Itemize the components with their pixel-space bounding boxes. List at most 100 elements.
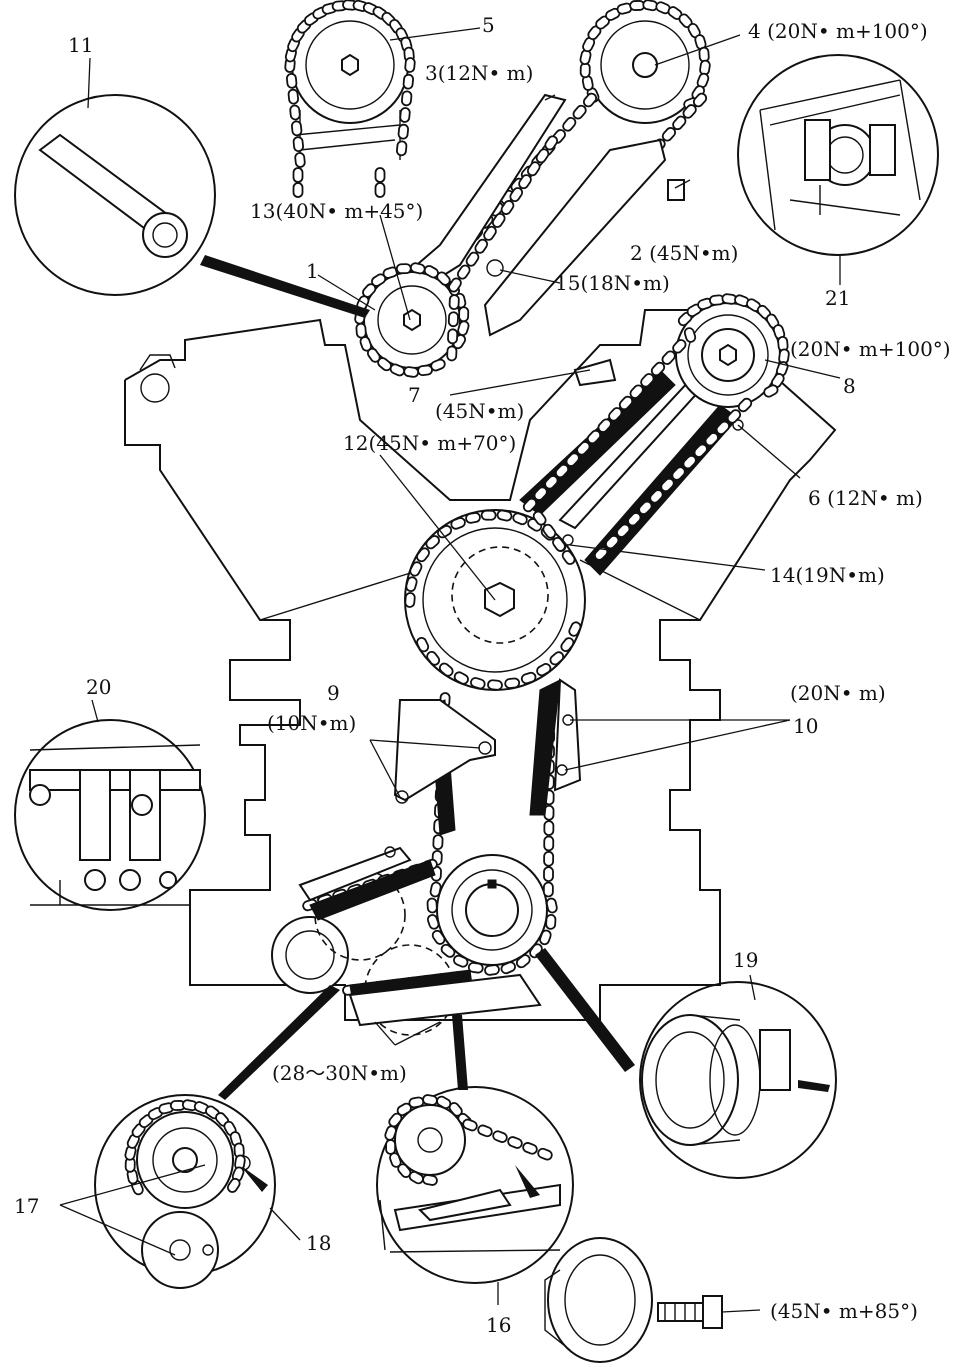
chain-link	[491, 212, 506, 228]
chain-link	[474, 238, 489, 254]
chain-link	[726, 409, 742, 424]
chain-link	[533, 486, 548, 501]
chain-link	[447, 328, 459, 345]
label-1: 1	[306, 259, 319, 283]
chain-link	[661, 350, 676, 365]
chain-link	[492, 1130, 508, 1143]
chain-link	[565, 452, 580, 467]
chain-link	[456, 264, 471, 280]
chain-link	[542, 881, 554, 898]
chain-link	[509, 187, 524, 203]
detail-circle-21	[737, 54, 939, 256]
detail-circle-16	[376, 1015, 574, 1284]
chain-link	[672, 339, 687, 354]
chain-link	[661, 127, 677, 142]
chain-link	[539, 929, 552, 946]
label-18: 18	[306, 1231, 331, 1255]
label-8-torque: (20N• m+100°)	[790, 337, 951, 361]
label-14: 14(19N•m)	[770, 563, 885, 587]
chain-link	[426, 650, 441, 666]
chain-link	[543, 820, 555, 837]
left-bank-camshaft-sprocket	[291, 6, 409, 160]
chain-link	[294, 152, 306, 168]
chain-link	[532, 510, 547, 526]
chain-link	[537, 1147, 553, 1161]
chain-link	[401, 90, 413, 107]
chain-link	[226, 1177, 241, 1193]
chain-link	[403, 366, 420, 378]
chain-link	[422, 1094, 438, 1106]
chain-link	[396, 140, 408, 157]
chain-link	[453, 954, 469, 968]
chain-link	[292, 182, 304, 198]
chain-link	[477, 1124, 493, 1138]
detail-circle-18	[94, 985, 340, 1289]
chain-link	[683, 327, 697, 343]
label-9: 9	[327, 681, 340, 705]
chain-link	[374, 182, 386, 198]
chain-link	[429, 881, 442, 898]
chain-link	[682, 454, 697, 470]
chain-link	[450, 517, 466, 530]
crankshaft-sprocket	[436, 854, 548, 966]
chain-link	[579, 62, 591, 79]
chain-link	[737, 397, 753, 413]
chain-link	[535, 148, 550, 164]
chain-link	[404, 592, 416, 608]
chain-link	[544, 475, 559, 490]
chain-link	[650, 361, 666, 377]
chain-link	[629, 0, 646, 11]
chain-link	[355, 322, 367, 339]
label-13: 13(40N• m+45°)	[250, 199, 423, 223]
label-17: 17	[14, 1194, 39, 1218]
chain-link	[487, 679, 503, 691]
chain-link	[436, 524, 453, 539]
engine-block-outline	[124, 309, 837, 1021]
detail-circle-19	[535, 948, 837, 1179]
chain-link	[480, 509, 497, 521]
chain-link	[561, 550, 576, 565]
chain-link	[496, 509, 513, 522]
chain-link	[462, 1118, 478, 1132]
chain-link	[286, 72, 298, 89]
chain-link	[616, 523, 631, 538]
chain-link	[399, 107, 411, 123]
chain-link	[704, 432, 719, 447]
chain-link	[543, 850, 555, 867]
chain-link	[292, 136, 304, 153]
chain-link	[470, 677, 486, 690]
chain-link	[672, 115, 687, 131]
right-camshaft-sprocket	[675, 302, 781, 408]
chain-link	[552, 536, 566, 552]
chain-link	[408, 1096, 425, 1109]
chain-link	[292, 167, 304, 183]
chain-link	[660, 477, 675, 493]
label-6: 6 (12N• m)	[808, 486, 923, 510]
label-torque-45-85: (45N• m+85°)	[770, 1299, 918, 1323]
chain-link	[402, 73, 414, 90]
chain-link	[629, 384, 644, 399]
chain-link	[417, 364, 433, 377]
chain-link	[518, 174, 532, 190]
chain-link	[507, 1136, 523, 1149]
label-10: 10	[793, 714, 818, 738]
chain-link	[458, 306, 470, 323]
chain-guides	[298, 678, 582, 1027]
chain-link	[586, 429, 602, 445]
detail-16-chain	[384, 1094, 553, 1186]
chain-link	[543, 835, 555, 852]
chain-link	[692, 92, 708, 108]
chain-link	[404, 57, 416, 73]
chain-link	[522, 497, 538, 513]
chain-link	[431, 929, 446, 945]
labels: 11 5 3(12N• m) 4 (20N• m+100°) 13(40N• m…	[14, 13, 951, 1337]
label-20: 20	[86, 675, 111, 699]
chain-link	[715, 420, 730, 436]
chain-link	[544, 135, 559, 151]
chain-link	[554, 463, 570, 479]
chain-link	[671, 466, 686, 481]
chain-link	[545, 913, 557, 930]
chain-link	[287, 88, 299, 105]
chain-link	[484, 964, 500, 976]
